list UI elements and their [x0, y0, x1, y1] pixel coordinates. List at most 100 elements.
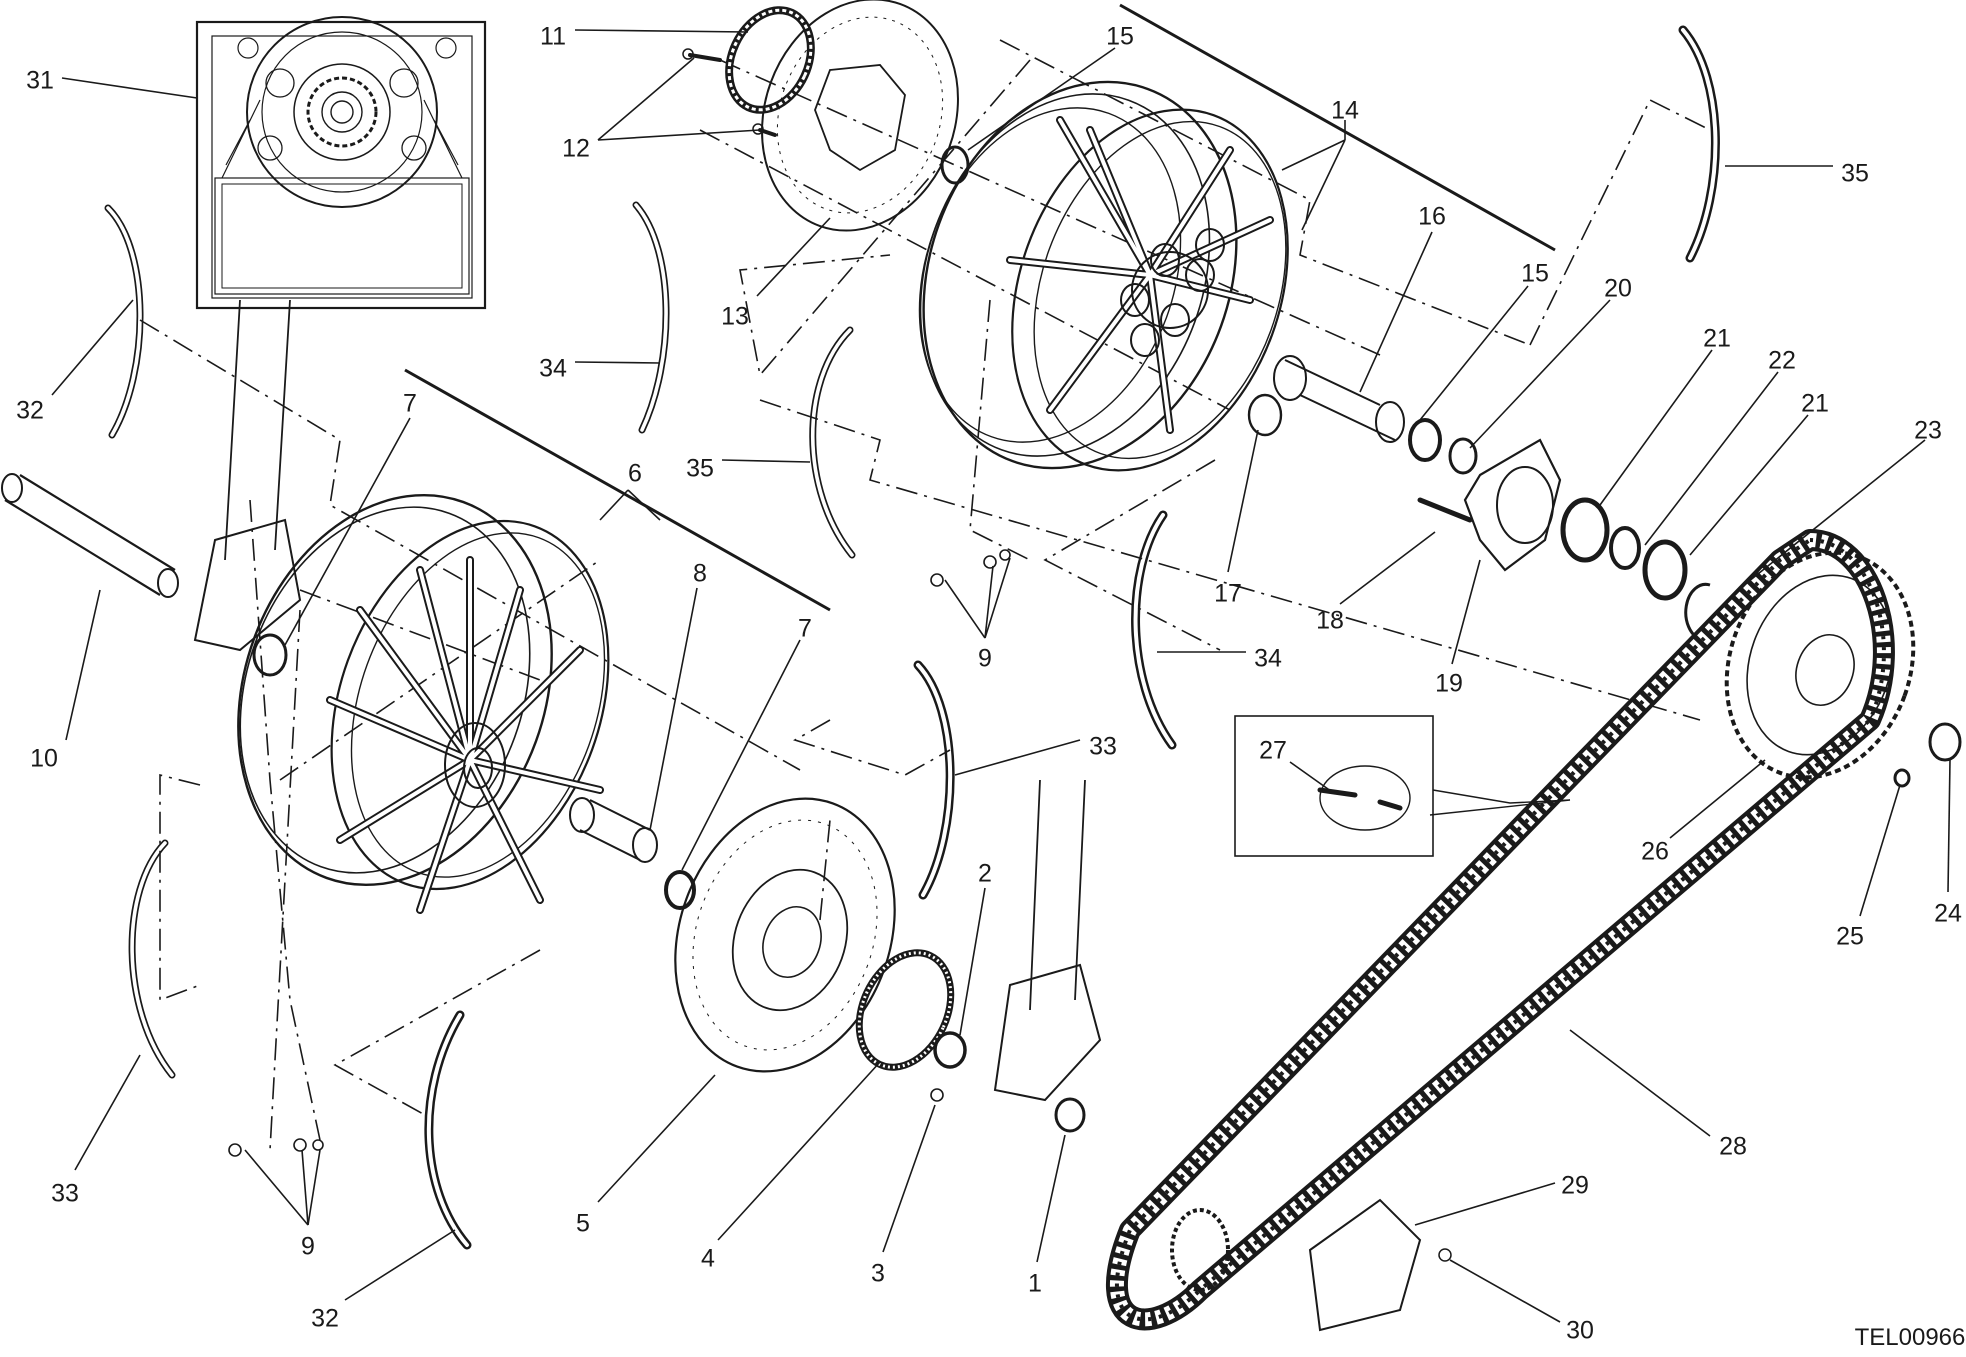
leader-line-c33b: [74, 1054, 141, 1171]
leader-line-c31a: [61, 77, 198, 99]
leader-line-c4: [717, 1061, 881, 1241]
callout-label-c8: 8: [693, 560, 707, 588]
leader-line-c9b: [307, 1149, 321, 1226]
callout-label-c21b: 21: [1801, 390, 1829, 418]
leader-line-c11: [574, 29, 749, 33]
callout-label-c26: 26: [1641, 838, 1669, 866]
callout-label-c32b: 32: [311, 1305, 339, 1333]
leader-line-c21b: [1689, 414, 1809, 556]
leader-line-c12: [597, 57, 695, 141]
rear-hub-parts: [940, 145, 1727, 642]
front-wheel: [237, 368, 831, 914]
callout-label-c5: 5: [576, 1210, 590, 1238]
callout-label-c19: 19: [1435, 670, 1463, 698]
leader-line-c16: [1359, 231, 1433, 393]
leader-line-c5: [597, 1074, 716, 1203]
leader-line-c6: [599, 489, 629, 521]
leader-line-c7b: [681, 639, 801, 871]
leader-line-c9a: [984, 565, 994, 639]
callout-label-c35a: 35: [1841, 160, 1869, 188]
callout-label-c4: 4: [701, 1245, 715, 1273]
drawing-code: TEL00966: [1855, 1324, 1966, 1351]
callout-label-c1: 1: [1028, 1270, 1042, 1298]
leader-line-c7a: [284, 417, 411, 646]
callout-label-c34a: 34: [539, 355, 567, 383]
leader-line-c3: [882, 1104, 936, 1253]
callout-label-c17: 17: [1214, 580, 1242, 608]
leader-line-c34a: [574, 361, 661, 364]
leader-line-c12: [597, 129, 761, 141]
leader-line-c9a: [944, 579, 986, 639]
callout-label-c30: 30: [1566, 1317, 1594, 1345]
callout-label-c32a: 32: [16, 397, 44, 425]
callout-label-c13: 13: [721, 303, 749, 331]
leader-line-c23: [1737, 439, 1926, 591]
callout-label-c22: 22: [1768, 347, 1796, 375]
callout-label-c14: 14: [1331, 97, 1359, 125]
rear-brake-disc: [682, 0, 959, 232]
leader-line-c2: [959, 887, 986, 1036]
leader-line-c9a: [984, 557, 1011, 639]
leader-line-c1: [1036, 1134, 1066, 1263]
leader-line-c30: [1449, 1259, 1561, 1323]
callout-label-c6: 6: [628, 460, 642, 488]
callout-leader-lines: [51, 29, 1951, 1323]
callout-labels: 3132111213341514161520352122212335768717…: [16, 23, 1962, 1345]
leader-line-c20: [1469, 299, 1611, 449]
callout-label-c9a: 9: [978, 645, 992, 673]
callout-label-c34b: 34: [1254, 645, 1282, 673]
callout-label-c27: 27: [1259, 737, 1287, 765]
callout-label-c24: 24: [1934, 900, 1962, 928]
callout-label-c18: 18: [1316, 607, 1344, 635]
drive-chain: [1106, 529, 1962, 1332]
callout-label-c10: 10: [30, 745, 58, 773]
leader-line-c32b: [344, 1229, 456, 1301]
assembly-center-lines: [139, 39, 1711, 1151]
callout-label-c25: 25: [1836, 923, 1864, 951]
leader-line-c10: [65, 589, 101, 741]
leader-line-c14: [1301, 139, 1346, 231]
leader-line-c27: [1289, 761, 1336, 795]
leader-line-c32a: [51, 299, 134, 396]
callout-label-c7a: 7: [403, 390, 417, 418]
leader-line-c25: [1859, 784, 1901, 917]
leader-line-c15b: [1419, 285, 1529, 421]
callout-label-c16: 16: [1418, 203, 1446, 231]
leader-line-c21a: [1599, 349, 1713, 506]
leader-line-c9b: [301, 1149, 309, 1226]
inset-sprocket-detail: [195, 16, 487, 310]
callout-label-c29: 29: [1561, 1172, 1589, 1200]
callout-label-c11: 11: [540, 23, 566, 51]
leader-line-c26: [1669, 759, 1766, 839]
front-brake-disc: [674, 797, 955, 1073]
callout-label-c3: 3: [871, 1260, 885, 1288]
leader-line-c14: [1281, 139, 1346, 171]
leader-line-c8: [649, 587, 698, 831]
callout-label-c7b: 7: [798, 615, 812, 643]
callout-label-c15b: 15: [1521, 260, 1549, 288]
rear-wheel: [918, 3, 1556, 472]
leader-line-c13: [756, 217, 831, 297]
callout-label-c20: 20: [1604, 275, 1632, 303]
callout-label-c12: 12: [562, 135, 590, 163]
leader-line-c17: [1227, 429, 1259, 573]
front-axle-and-forks: [1, 299, 1102, 1133]
callout-label-c28: 28: [1719, 1133, 1747, 1161]
callout-label-c33a: 33: [1089, 733, 1117, 761]
leader-line-c33a: [954, 739, 1081, 776]
leader-line-c18: [1339, 531, 1436, 605]
callout-label-c2: 2: [978, 860, 992, 888]
callout-label-c23: 23: [1914, 417, 1942, 445]
valve-and-bolts: [228, 549, 1011, 1157]
callout-label-c21a: 21: [1703, 325, 1731, 353]
leader-line-c22: [1644, 371, 1779, 546]
callout-label-c33b: 33: [51, 1180, 79, 1208]
callout-label-c35b: 35: [686, 455, 714, 483]
leader-line-c9b: [244, 1149, 309, 1226]
leader-line-c19: [1451, 559, 1481, 665]
leader-line-c6: [627, 489, 661, 521]
wheel-tape-strips: [104, 25, 1720, 1250]
callout-label-c31a: 31: [26, 67, 54, 95]
